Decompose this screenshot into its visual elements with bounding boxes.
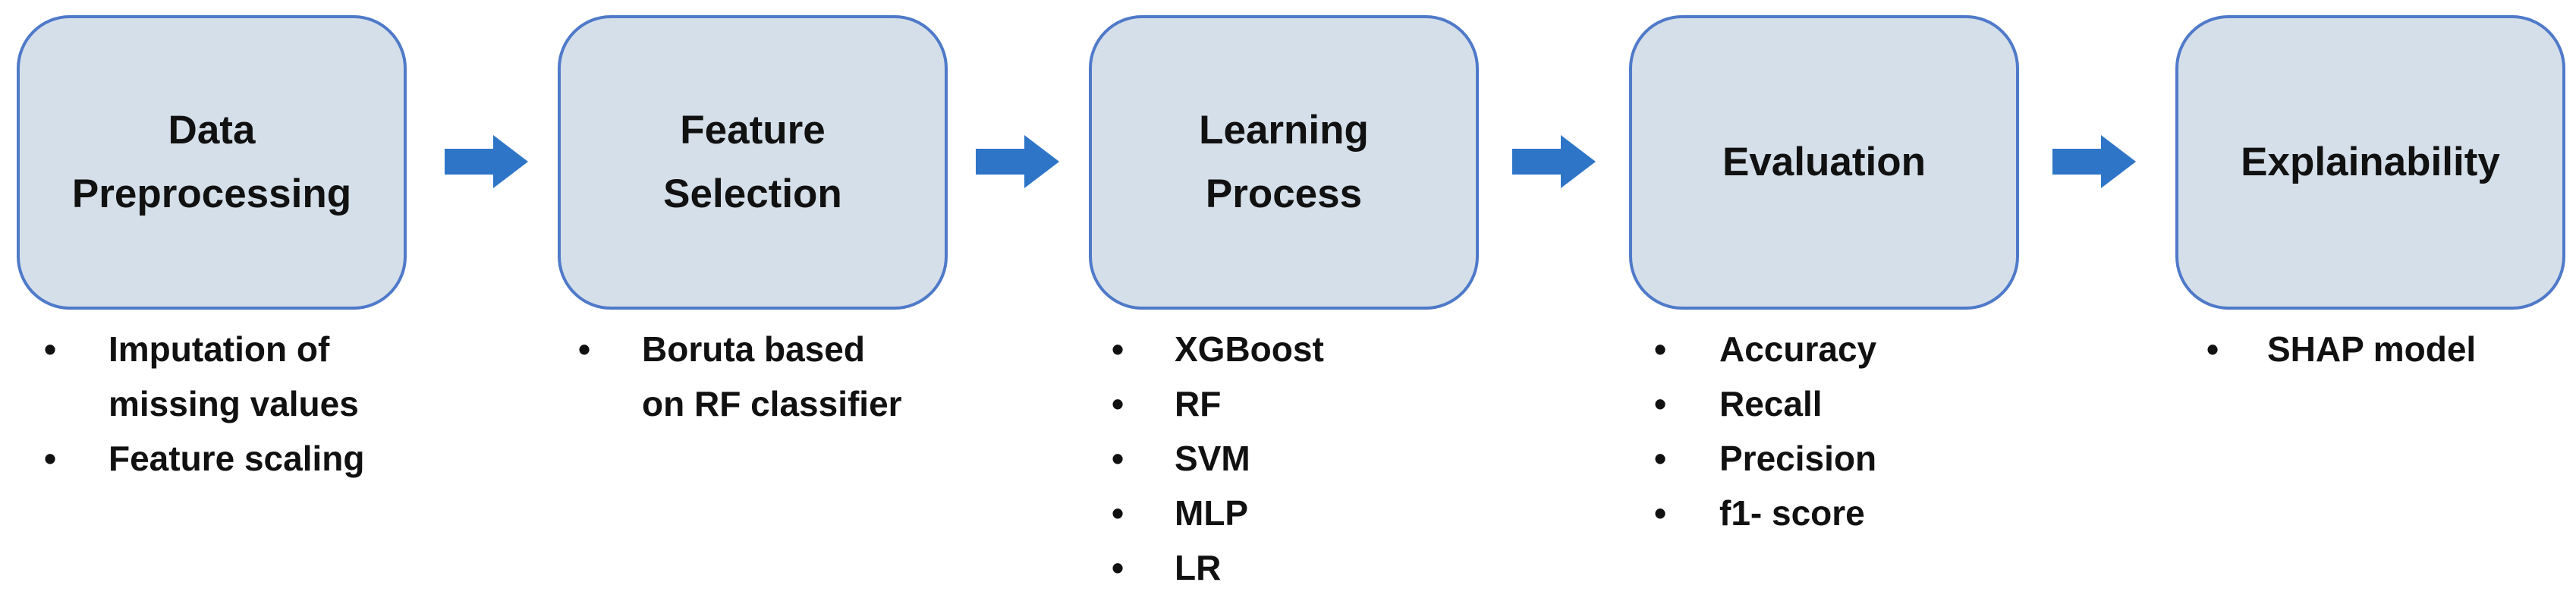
bullet-dot-icon: • [1654,384,1667,423]
bullet-dot-icon: • [2206,329,2219,369]
bullet-dot-icon: • [578,329,591,369]
stage-box-explainability: Explainability [2175,15,2565,310]
stage-box-data-preprocessing: Data Preprocessing [17,15,407,310]
stage-title: Feature Selection [663,108,842,216]
stage-title: Data Preprocessing [71,108,352,216]
list-item-text: on RF classifier [642,384,902,423]
stage-box-learning-process: Learning Process [1089,15,1479,310]
bullet-dot-icon: • [1112,329,1124,369]
list-item-text: Recall [1719,384,1823,423]
stage-box-evaluation: Evaluation [1629,15,2019,310]
bullet-dot-icon: • [1112,493,1124,533]
right-arrow-icon [1512,135,1596,188]
right-arrow-icon [2052,135,2136,188]
list-item-text: XGBoost [1175,329,1324,369]
bullet-dot-icon: • [1654,439,1667,478]
list-item-text: f1- score [1719,493,1865,533]
list-item-text: Boruta based [642,329,865,369]
bullet-dot-icon: • [1112,548,1124,587]
list-item-text: SHAP model [2267,329,2477,369]
bullet-dot-icon: • [1654,329,1667,369]
bullet-dot-icon: • [44,329,57,369]
list-item-text: MLP [1175,493,1249,533]
bullet-dot-icon: • [44,439,57,478]
bullet-dot-icon: • [1654,493,1667,533]
list-item-text: LR [1175,548,1222,587]
list-item-text: Accuracy [1719,329,1877,369]
list-item-text: RF [1175,384,1222,423]
bullet-dot-icon: • [1112,384,1124,423]
list-item-text: SVM [1175,439,1250,478]
stage-box-feature-selection: Feature Selection [558,15,948,310]
stage-title: Evaluation [1722,140,1926,184]
list-item-text: Imputation of [109,329,330,369]
list-item-text: missing values [109,384,359,423]
stage-title: Learning Process [1199,108,1369,216]
right-arrow-icon [445,135,528,188]
stage-title: Explainability [2241,140,2500,184]
bullet-dot-icon: • [1112,439,1124,478]
list-item-text: Feature scaling [109,439,365,478]
right-arrow-icon [976,135,1059,188]
list-item-text: Precision [1719,439,1877,478]
